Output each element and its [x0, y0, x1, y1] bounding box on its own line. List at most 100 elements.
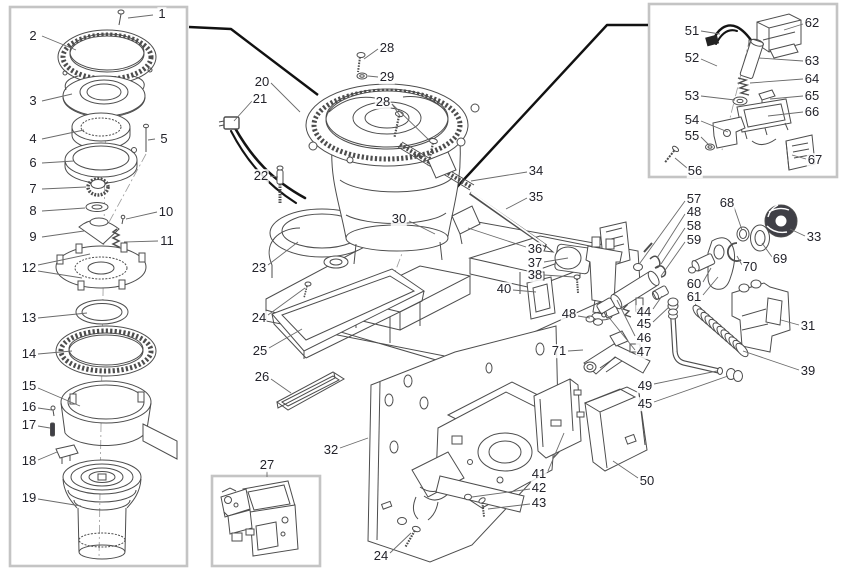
leader-line: [700, 95, 736, 101]
leader-line: [270, 82, 301, 113]
part-number-label: 27: [258, 457, 276, 473]
leader-line: [269, 175, 279, 178]
leader-line: [543, 257, 569, 263]
part-number-label: 29: [378, 69, 396, 85]
part-number-label: 66: [803, 104, 821, 120]
leader-line: [674, 157, 688, 169]
leader-line: [37, 253, 91, 266]
part-number-label: 4: [28, 131, 38, 147]
rack-and-rod-drawing: [397, 141, 555, 253]
leader-line: [37, 387, 81, 407]
leader-line: [41, 160, 75, 164]
leader-line: [606, 314, 636, 351]
part-number-label: 28: [378, 40, 396, 56]
leader-line: [123, 240, 159, 243]
part-number-label: 15: [20, 378, 38, 394]
part-number-label: 12: [20, 260, 38, 276]
inset-boxes: [8, 2, 839, 568]
front-panel-drawing: [367, 325, 560, 563]
fasteners-bottom-drawing: [404, 493, 486, 548]
part-number-label: 64: [803, 71, 821, 87]
grinder-motor-drawing: [305, 83, 480, 265]
leader-line: [471, 488, 531, 498]
part-number-label: 19: [20, 490, 38, 506]
part-number-label: 17: [20, 417, 38, 433]
leader-line: [652, 295, 663, 310]
part-number-label: 61: [685, 289, 703, 305]
leader-line: [543, 274, 575, 278]
leader-line: [758, 57, 804, 62]
part-number-label: 48: [685, 204, 703, 220]
leader-line: [268, 328, 303, 349]
leader-line: [700, 30, 721, 35]
coil-hose-drawing: [692, 298, 749, 358]
leader-line: [147, 138, 156, 141]
part-number-label: 55: [683, 128, 701, 144]
part-number-label: 28: [374, 94, 392, 110]
leader-line: [363, 48, 379, 60]
leader-line: [512, 289, 537, 293]
part-number-label: 2: [28, 28, 38, 44]
leader-line: [767, 111, 804, 117]
part-number-label: 32: [322, 442, 340, 458]
fasteners-top-drawing: [276, 52, 438, 204]
part-number-label: 37: [526, 255, 544, 271]
part-number-label: 70: [741, 259, 759, 275]
leader-line: [37, 425, 51, 429]
part-number-label: 10: [157, 204, 175, 220]
part-number-label: 51: [683, 23, 701, 39]
part-number-label: 44: [635, 304, 653, 320]
leader-line: [653, 375, 729, 403]
leader-line: [41, 93, 73, 102]
leader-line: [389, 532, 412, 554]
part-number-label: 65: [803, 88, 821, 104]
part-number-label: 58: [685, 218, 703, 234]
leader-line: [339, 437, 369, 449]
part-number-label: 59: [685, 232, 703, 248]
part-number-label: 48: [560, 306, 578, 322]
leader-line: [660, 241, 686, 277]
part-number-label: 22: [252, 168, 270, 184]
part-number-label: 39: [799, 363, 817, 379]
bent-pipe-drawing: [668, 308, 743, 382]
part-number-label: 6: [28, 155, 38, 171]
part-number-label: 25: [251, 343, 269, 359]
part-number-label: 33: [805, 229, 823, 245]
part-number-label: 60: [685, 276, 703, 292]
part-number-label: 1: [157, 6, 167, 22]
left-inset-callout-line: [188, 25, 319, 96]
part-number-label: 47: [635, 344, 653, 360]
part-number-label: 34: [527, 163, 545, 179]
part-number-label: 9: [28, 229, 38, 245]
part-number-label: 43: [530, 495, 548, 511]
leader-line: [391, 103, 431, 142]
injector-parts-drawing: [585, 285, 679, 326]
part-number-label: 49: [636, 378, 654, 394]
leader-line: [233, 100, 253, 122]
right-inset-callout-line: [405, 23, 648, 243]
part-number-label: 56: [686, 163, 704, 179]
part-number-label: 69: [771, 251, 789, 267]
leader-line: [742, 350, 800, 371]
leader-line: [41, 186, 87, 190]
part-number-label: 26: [253, 369, 271, 385]
leader-line: [467, 227, 527, 248]
part-number-label: 11: [159, 233, 175, 249]
brew-unit-inset-drawing: [220, 480, 299, 557]
part-number-label: 36: [526, 241, 544, 257]
leader-line: [783, 23, 804, 31]
coupling-parts-drawing: [726, 204, 798, 262]
leader-line: [791, 154, 807, 160]
part-number-label: 14: [20, 346, 38, 362]
part-number-label: 35: [527, 189, 545, 205]
part-number-label: 24: [372, 548, 390, 564]
leader-line: [656, 213, 686, 259]
part-number-label: 71: [550, 343, 568, 359]
part-number-label: 53: [683, 88, 701, 104]
leader-line: [653, 370, 718, 385]
part-number-label: 62: [803, 15, 821, 31]
leader-line: [41, 230, 85, 238]
leader-line: [367, 75, 379, 78]
part-number-label: 18: [20, 453, 38, 469]
leader-line: [125, 211, 158, 220]
